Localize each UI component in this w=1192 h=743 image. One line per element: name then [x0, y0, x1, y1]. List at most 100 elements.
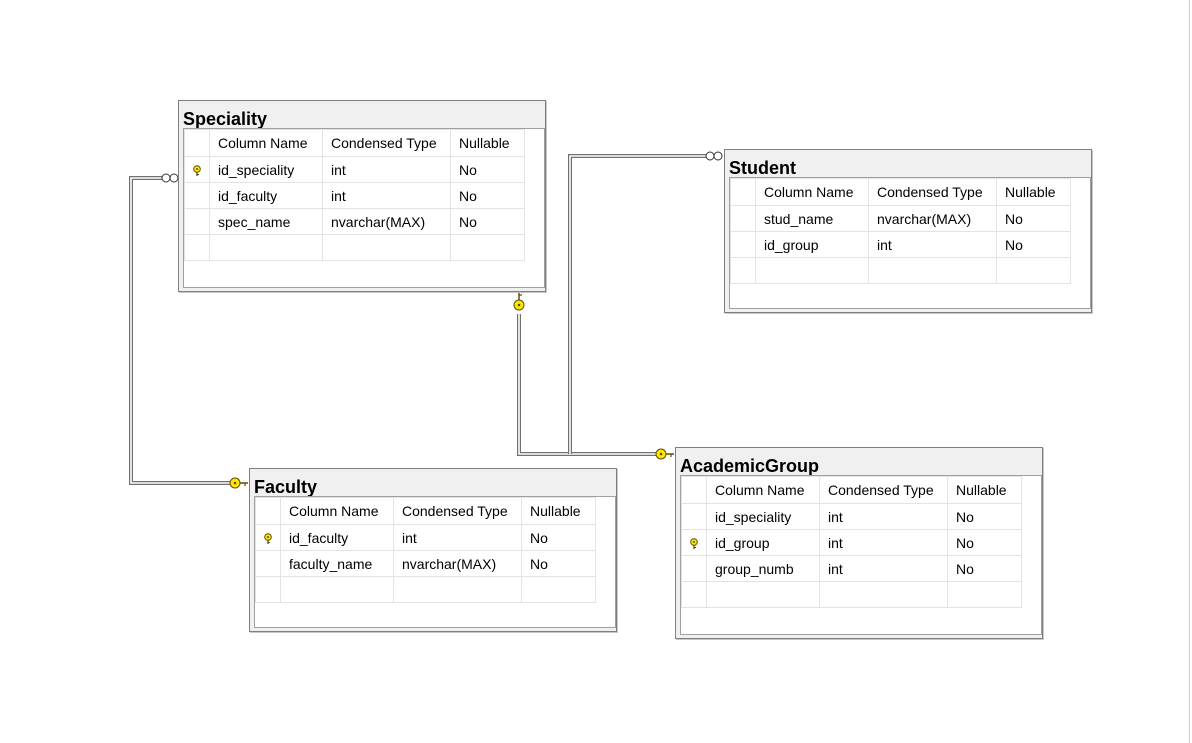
table-faculty[interactable]: Faculty Column Name Condensed Type Nulla…	[249, 468, 617, 632]
table-title[interactable]: Faculty	[254, 477, 318, 497]
cell-nullable[interactable]: No	[947, 503, 1022, 530]
cell-nullable[interactable]	[450, 234, 525, 261]
new-row[interactable]	[184, 234, 525, 261]
cell-condensed-type[interactable]	[868, 257, 997, 284]
row-selector[interactable]	[184, 182, 210, 209]
cell-nullable[interactable]: No	[947, 529, 1022, 556]
table-student[interactable]: Student Column Name Condensed Type Nulla…	[724, 149, 1092, 313]
cell-column-name[interactable]: group_numb	[706, 555, 820, 582]
header-nullable[interactable]: Nullable	[521, 497, 596, 525]
row-selector[interactable]	[681, 581, 707, 608]
row-selector[interactable]	[730, 257, 756, 284]
row-selector-header	[184, 129, 210, 157]
table-row[interactable]: group_numb int No	[681, 555, 1022, 582]
cell-condensed-type[interactable]: nvarchar(MAX)	[322, 208, 451, 235]
cell-nullable[interactable]: No	[450, 182, 525, 209]
cell-nullable[interactable]: No	[450, 208, 525, 235]
cell-column-name[interactable]: id_group	[755, 231, 869, 258]
header-condensed-type[interactable]: Condensed Type	[819, 476, 948, 504]
new-row[interactable]	[681, 581, 1022, 608]
table-row[interactable]: spec_name nvarchar(MAX) No	[184, 208, 525, 235]
cell-condensed-type[interactable]	[819, 581, 948, 608]
row-selector[interactable]	[681, 503, 707, 530]
cell-condensed-type[interactable]: int	[819, 503, 948, 530]
key-icon	[655, 448, 674, 460]
cell-nullable[interactable]	[521, 576, 596, 603]
table-academicgroup[interactable]: AcademicGroup Column Name Condensed Type…	[675, 447, 1043, 639]
cell-column-name[interactable]: id_group	[706, 529, 820, 556]
cell-condensed-type[interactable]: int	[393, 524, 522, 551]
new-row[interactable]	[255, 576, 596, 603]
cell-column-name[interactable]: id_speciality	[706, 503, 820, 530]
cell-condensed-type[interactable]: int	[819, 529, 948, 556]
cell-nullable[interactable]	[947, 581, 1022, 608]
cell-column-name[interactable]	[755, 257, 869, 284]
cell-column-name[interactable]: id_faculty	[280, 524, 394, 551]
header-column-name[interactable]: Column Name	[209, 129, 323, 157]
cell-column-name[interactable]: spec_name	[209, 208, 323, 235]
cell-column-name[interactable]: faculty_name	[280, 550, 394, 577]
table-row[interactable]: id_group int No	[730, 231, 1071, 258]
row-selector[interactable]	[184, 208, 210, 235]
column-grid-table: Column Name Condensed Type Nullable id_s…	[681, 476, 1022, 608]
table-row[interactable]: id_group int No	[681, 529, 1022, 556]
row-selector[interactable]	[730, 231, 756, 258]
canvas-edge	[1189, 0, 1190, 743]
table-row[interactable]: id_speciality int No	[184, 156, 525, 183]
cell-column-name[interactable]: stud_name	[755, 205, 869, 232]
table-speciality[interactable]: Speciality Column Name Condensed Type Nu…	[178, 100, 546, 292]
header-nullable[interactable]: Nullable	[450, 129, 525, 157]
row-selector[interactable]	[184, 156, 210, 183]
cell-column-name[interactable]	[706, 581, 820, 608]
header-condensed-type[interactable]: Condensed Type	[868, 178, 997, 206]
cell-nullable[interactable]: No	[521, 524, 596, 551]
table-row[interactable]: id_speciality int No	[681, 503, 1022, 530]
table-title[interactable]: Speciality	[183, 109, 268, 129]
cell-nullable[interactable]: No	[996, 231, 1071, 258]
table-row[interactable]: faculty_name nvarchar(MAX) No	[255, 550, 596, 577]
relationship-academicgroup-speciality[interactable]	[517, 314, 658, 456]
new-row[interactable]	[730, 257, 1071, 284]
row-selector[interactable]	[681, 555, 707, 582]
cell-nullable[interactable]	[996, 257, 1071, 284]
table-title[interactable]: AcademicGroup	[680, 456, 820, 476]
cell-nullable[interactable]: No	[996, 205, 1071, 232]
relationship-student-academicgroup[interactable]	[568, 154, 706, 454]
table-row[interactable]: stud_name nvarchar(MAX) No	[730, 205, 1071, 232]
header-condensed-type[interactable]: Condensed Type	[393, 497, 522, 525]
row-selector[interactable]	[184, 234, 210, 261]
row-selector[interactable]	[255, 576, 281, 603]
cell-condensed-type[interactable]: int	[868, 231, 997, 258]
cell-nullable[interactable]: No	[450, 156, 525, 183]
cell-condensed-type[interactable]: nvarchar(MAX)	[393, 550, 522, 577]
cell-condensed-type[interactable]: int	[322, 182, 451, 209]
table-title[interactable]: Student	[729, 158, 796, 178]
cell-condensed-type[interactable]: int	[322, 156, 451, 183]
cell-column-name[interactable]	[280, 576, 394, 603]
cell-condensed-type[interactable]: int	[819, 555, 948, 582]
cell-condensed-type[interactable]	[322, 234, 451, 261]
cell-condensed-type[interactable]	[393, 576, 522, 603]
relationship-speciality-faculty[interactable]	[129, 176, 233, 485]
column-grid: Column Name Condensed Type Nullable id_f…	[254, 496, 616, 628]
cell-column-name[interactable]	[209, 234, 323, 261]
row-selector[interactable]	[255, 524, 281, 551]
table-row[interactable]: id_faculty int No	[184, 182, 525, 209]
table-row[interactable]: id_faculty int No	[255, 524, 596, 551]
cell-column-name[interactable]: id_speciality	[209, 156, 323, 183]
header-column-name[interactable]: Column Name	[280, 497, 394, 525]
header-nullable[interactable]: Nullable	[947, 476, 1022, 504]
cell-nullable[interactable]: No	[521, 550, 596, 577]
cell-column-name[interactable]: id_faculty	[209, 182, 323, 209]
row-selector[interactable]	[255, 550, 281, 577]
cell-nullable[interactable]: No	[947, 555, 1022, 582]
row-selector[interactable]	[730, 205, 756, 232]
header-column-name[interactable]: Column Name	[755, 178, 869, 206]
header-condensed-type[interactable]: Condensed Type	[322, 129, 451, 157]
row-selector[interactable]	[681, 529, 707, 556]
cell-condensed-type[interactable]: nvarchar(MAX)	[868, 205, 997, 232]
key-icon	[229, 477, 248, 489]
header-column-name[interactable]: Column Name	[706, 476, 820, 504]
header-nullable[interactable]: Nullable	[996, 178, 1071, 206]
